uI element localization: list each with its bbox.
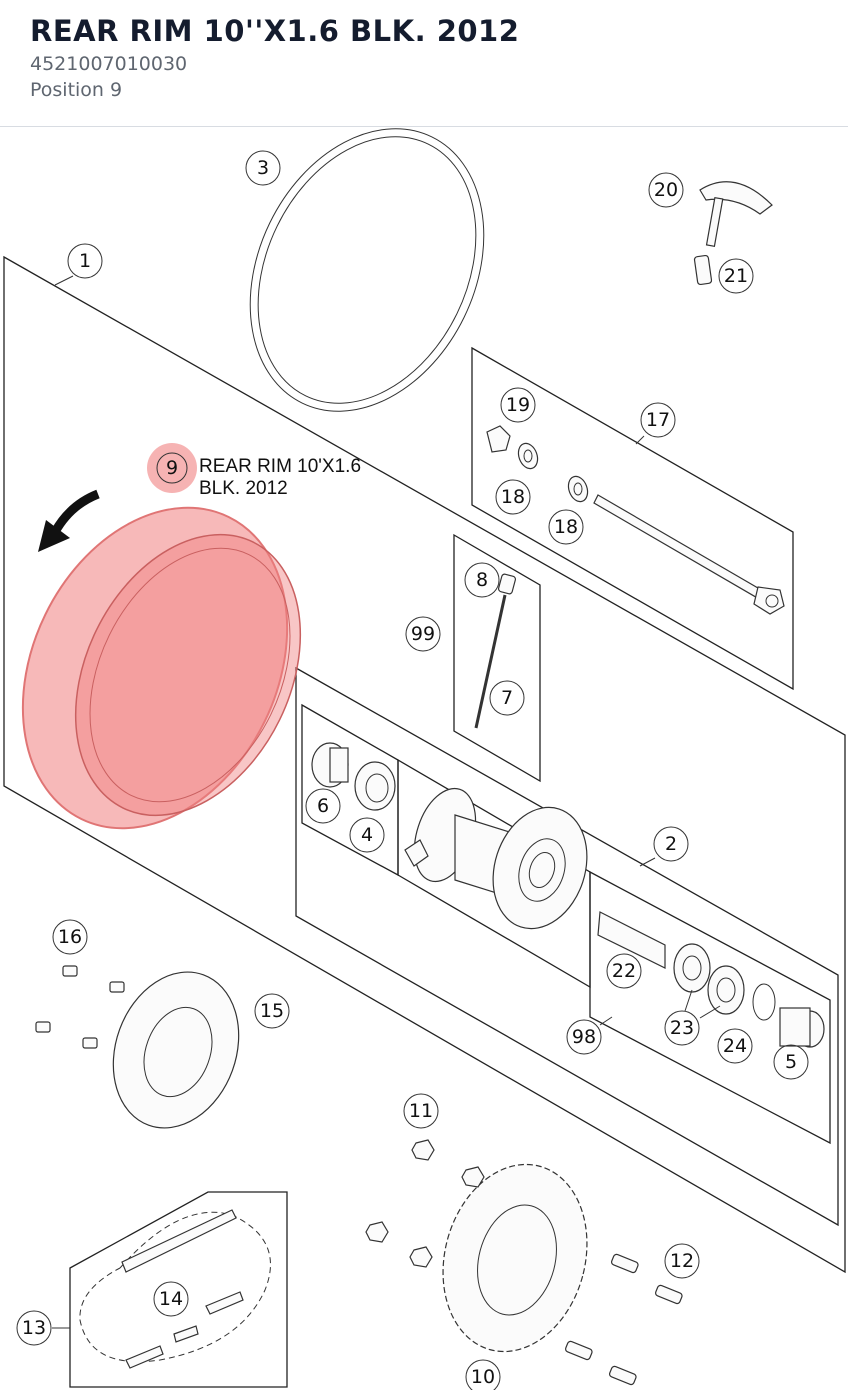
axle-part — [486, 425, 785, 615]
callout-7[interactable]: 7 — [489, 680, 525, 716]
svg-text:4: 4 — [361, 824, 373, 846]
callout-98[interactable]: 98 — [566, 1019, 602, 1055]
svg-text:23: 23 — [670, 1017, 694, 1039]
svg-text:1: 1 — [79, 250, 91, 272]
callout-12[interactable]: 12 — [664, 1243, 700, 1279]
callout-9-highlighted[interactable]: 9 — [147, 443, 197, 493]
svg-text:19: 19 — [506, 394, 530, 416]
svg-text:3: 3 — [257, 157, 269, 179]
svg-text:10: 10 — [471, 1366, 495, 1388]
hub-part — [404, 787, 588, 930]
bearing-parts-right — [597, 911, 825, 1048]
rotation-arrow-icon — [38, 489, 100, 552]
callout-1[interactable]: 1 — [67, 243, 103, 279]
part-position: Position 9 — [30, 79, 123, 101]
sprocket-part — [365, 1139, 683, 1386]
callout-5[interactable]: 5 — [773, 1044, 809, 1080]
callout-17[interactable]: 17 — [640, 402, 676, 438]
callout-markers: 1 2 3 4 5 6 7 8 10 11 12 13 14 15 16 17 … — [16, 150, 809, 1390]
svg-text:98: 98 — [572, 1026, 596, 1048]
svg-text:16: 16 — [58, 926, 82, 948]
svg-text:21: 21 — [724, 265, 748, 287]
chain-part — [79, 1209, 271, 1369]
highlighted-label-line2: BLK. 2012 — [199, 478, 288, 499]
svg-text:15: 15 — [260, 1000, 284, 1022]
rear-rim-highlight — [21, 506, 302, 830]
callout-23[interactable]: 23 — [664, 1010, 700, 1046]
svg-text:20: 20 — [654, 179, 678, 201]
svg-text:8: 8 — [476, 569, 488, 591]
callout-8[interactable]: 8 — [464, 562, 500, 598]
callout-15[interactable]: 15 — [254, 993, 290, 1029]
callout-22[interactable]: 22 — [606, 953, 642, 989]
part-title: REAR RIM 10''X1.6 BLK. 2012 — [30, 14, 520, 48]
callout-16[interactable]: 16 — [52, 919, 88, 955]
spoke-part — [474, 573, 517, 729]
svg-text:18: 18 — [501, 486, 525, 508]
svg-text:11: 11 — [409, 1100, 433, 1122]
valve-cap-part — [693, 181, 773, 286]
callout-20[interactable]: 20 — [648, 172, 684, 208]
callout-24[interactable]: 24 — [717, 1028, 753, 1064]
callout-18b[interactable]: 18 — [548, 509, 584, 545]
svg-text:2: 2 — [665, 833, 677, 855]
svg-text:14: 14 — [159, 1288, 183, 1310]
part-number: 4521007010030 — [30, 53, 188, 75]
brake-disc-part — [35, 965, 240, 1129]
callout-14[interactable]: 14 — [153, 1281, 189, 1317]
svg-text:18: 18 — [554, 516, 578, 538]
svg-text:7: 7 — [501, 687, 513, 709]
svg-text:99: 99 — [411, 623, 435, 645]
svg-text:22: 22 — [612, 960, 636, 982]
highlighted-label-line1: REAR RIM 10'X1.6 — [199, 456, 361, 477]
callout-13[interactable]: 13 — [16, 1310, 52, 1346]
svg-text:12: 12 — [670, 1250, 694, 1272]
bearing-parts-left — [311, 742, 396, 811]
bolt-parts — [35, 965, 125, 1049]
callout-11[interactable]: 11 — [403, 1093, 439, 1129]
svg-text:5: 5 — [785, 1051, 797, 1073]
callout-3[interactable]: 3 — [245, 150, 281, 186]
callout-19[interactable]: 19 — [500, 387, 536, 423]
callout-2[interactable]: 2 — [653, 826, 689, 862]
callout-4[interactable]: 4 — [349, 817, 385, 853]
part-header: REAR RIM 10''X1.6 BLK. 2012 452100701003… — [0, 0, 848, 127]
svg-text:24: 24 — [723, 1035, 747, 1057]
svg-text:17: 17 — [646, 409, 670, 431]
svg-text:9: 9 — [166, 457, 178, 479]
callout-99[interactable]: 99 — [405, 616, 441, 652]
callout-21[interactable]: 21 — [718, 258, 754, 294]
assembly-outlines — [3, 255, 846, 1388]
highlighted-part-label: REAR RIM 10'X1.6 BLK. 2012 — [199, 456, 361, 499]
tire-part — [249, 128, 485, 412]
exploded-parts-diagram: 1 2 3 4 5 6 7 8 10 11 12 13 14 15 16 17 … — [3, 128, 846, 1390]
callout-6[interactable]: 6 — [305, 788, 341, 824]
callout-18a[interactable]: 18 — [495, 479, 531, 515]
callout-10[interactable]: 10 — [465, 1359, 501, 1390]
svg-text:13: 13 — [22, 1317, 46, 1339]
leader-lines — [52, 275, 721, 1329]
svg-text:6: 6 — [317, 795, 329, 817]
